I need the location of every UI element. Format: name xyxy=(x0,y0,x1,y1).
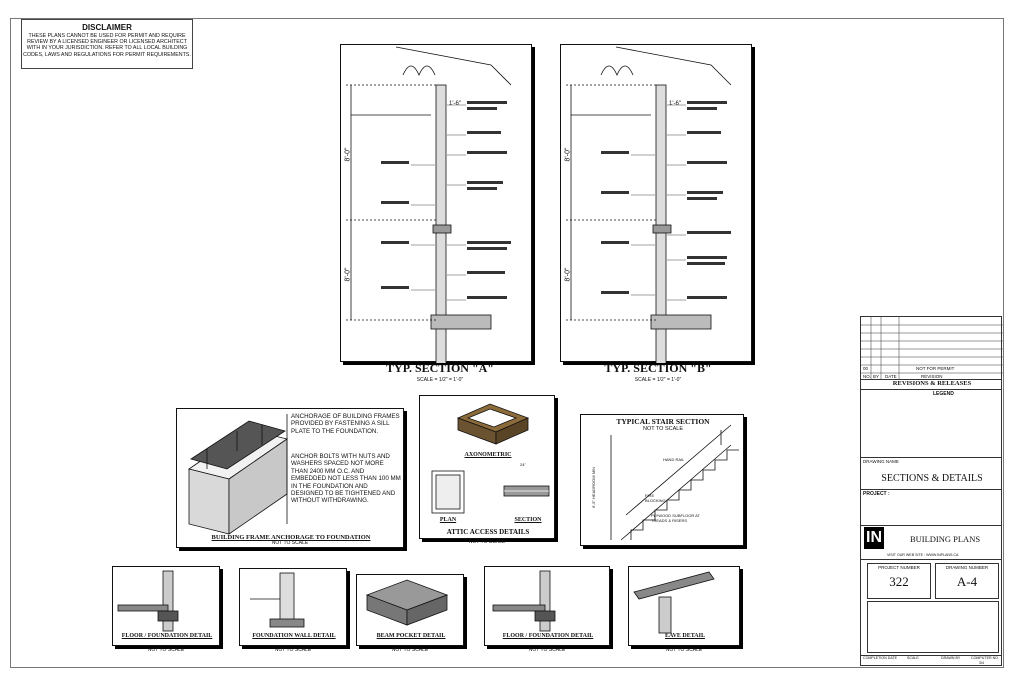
attic-dim: 24" xyxy=(520,462,526,467)
revision-first-desc: NOT FOR PERMIT xyxy=(916,366,955,371)
stair-scale: NOT TO SCALE xyxy=(642,426,684,432)
section-a-drawing: 8'-0" 8'-0" 1'-6" xyxy=(340,44,532,363)
attic-plan-label: PLAN xyxy=(439,517,457,523)
legend-label: LEGEND xyxy=(933,391,954,397)
attic-access-detail: AXONOMETRIC 24" PLAN SECTION ATTIC ACCES… xyxy=(419,395,555,539)
drawing-name-label: DRAWING NAME xyxy=(863,459,899,464)
foundation-wall-title: FOUNDATION WALL DETAIL xyxy=(252,633,336,639)
floor-foundation-svg-2 xyxy=(492,570,556,632)
disclaimer-box: DISCLAIMER THESE PLANS CANNOT BE USED FO… xyxy=(21,19,193,69)
project-number-box: PROJECT NUMBER 322 xyxy=(867,563,931,599)
foundation-wall-scale: NOT TO SCALE xyxy=(274,647,312,653)
section-b-svg xyxy=(566,46,732,363)
revision-header-date: DATE xyxy=(885,374,897,379)
attic-svg xyxy=(431,403,550,514)
stair-hand-rail-label: HAND RAIL xyxy=(663,457,685,462)
company-website: VISIT OUR WEB SITE : WWW.INPLANS.CA xyxy=(887,553,959,557)
eave-title: EAVE DETAIL xyxy=(665,633,705,639)
anchorage-title: BUILDING FRAME ANCHORAGE TO FOUNDATION xyxy=(211,534,371,541)
beam-pocket-scale: NOT TO SCALE xyxy=(391,647,429,653)
revision-grid xyxy=(861,317,1003,379)
revision-first-no: 00 xyxy=(863,366,869,371)
footer-completion-date: COMPLETION DATE xyxy=(863,656,898,660)
section-a-height-upper: 8'-0" xyxy=(344,147,352,162)
section-b-dim: 1'-6" xyxy=(669,101,681,107)
drawing-number-label: DRAWING NUMBER xyxy=(945,565,989,570)
section-b-scale: SCALE = 1/2" = 1'-0" xyxy=(634,377,682,383)
section-b-drawing: 8'-0" 8'-0" 1'-6" xyxy=(560,44,752,363)
section-a-scale: SCALE = 1/2" = 1'-0" xyxy=(416,377,464,383)
foundation-wall-detail: FOUNDATION WALL DETAIL xyxy=(239,568,347,646)
disclaimer-title: DISCLAIMER xyxy=(82,23,132,32)
stair-headroom-label: 6'-5" HEADROOM MIN xyxy=(591,466,597,509)
footer-scale: SCALE xyxy=(907,656,919,660)
section-a-title: TYP. SECTION "A" xyxy=(386,361,494,375)
section-a-height-lower: 8'-0" xyxy=(344,267,352,282)
anchorage-svg xyxy=(188,414,288,535)
attic-section-label: SECTION xyxy=(514,517,542,523)
project-number-label: PROJECT NUMBER xyxy=(878,565,920,570)
title-block: 00 NOT FOR PERMIT NO. BY DATE REVISION R… xyxy=(860,316,1003,666)
beam-pocket-detail: BEAM POCKET DETAIL xyxy=(356,574,464,646)
anchorage-note-1: ANCHORAGE OF BUILDING FRAMES PROVIDED BY… xyxy=(291,413,400,435)
eave-svg xyxy=(633,571,715,634)
stair-section-detail: TYPICAL STAIR SECTION NOT TO SCALE HAND … xyxy=(580,414,744,546)
company-logo: IN xyxy=(864,527,884,549)
stair-plywood-label: PLYWOOD SUBFLOOR AT TREADS & RISERS xyxy=(651,513,700,523)
section-b-height-lower: 8'-0" xyxy=(564,267,572,282)
drawing-sheet-border xyxy=(10,18,1004,668)
revision-header-no: NO. xyxy=(863,374,872,379)
beam-pocket-title: BEAM POCKET DETAIL xyxy=(376,633,446,639)
floor-foundation-detail-1: FLOOR / FOUNDATION DETAIL xyxy=(112,566,220,646)
footer-drawn-by: DRAWN BY xyxy=(941,656,961,660)
section-b-height-upper: 8'-0" xyxy=(564,147,572,162)
attic-scale: NOT TO SCALE xyxy=(468,539,506,545)
stair-svg xyxy=(610,424,739,541)
floor-foundation-detail-2: FLOOR / FOUNDATION DETAIL xyxy=(484,566,610,646)
drawing-name: SECTIONS & DETAILS xyxy=(881,473,983,484)
section-a-svg xyxy=(346,46,512,363)
disclaimer-body: THESE PLANS CANNOT BE USED FOR PERMIT AN… xyxy=(23,33,191,58)
foundation-wall-svg xyxy=(250,572,305,628)
section-a-dim: 1'-6" xyxy=(449,101,461,107)
beam-pocket-svg xyxy=(365,579,449,626)
stair-title: TYPICAL STAIR SECTION xyxy=(616,417,710,426)
anchorage-scale: NOT TO SCALE xyxy=(271,540,309,546)
revision-header-revision: REVISION xyxy=(921,374,943,379)
anchorage-note-2: ANCHOR BOLTS WITH NUTS AND WASHERS SPACE… xyxy=(291,453,401,505)
floor-foundation-scale-2: NOT TO SCALE xyxy=(528,647,566,653)
stamp-box xyxy=(867,601,999,653)
stair-fire-blocking-label: FIRE BLOCKING xyxy=(645,493,666,503)
floor-foundation-svg-1 xyxy=(117,570,179,632)
floor-foundation-title-1: FLOOR / FOUNDATION DETAIL xyxy=(121,633,213,639)
drawing-number: A-4 xyxy=(956,574,978,589)
attic-axonometric-label: AXONOMETRIC xyxy=(464,452,512,458)
drawing-number-box: DRAWING NUMBER A-4 xyxy=(935,563,999,599)
footer-computer-no: COMPUTER NO. xyxy=(971,656,999,660)
project-number: 322 xyxy=(889,574,909,589)
footer-computer-value: 3/4 xyxy=(979,661,984,665)
floor-foundation-scale-1: NOT TO SCALE xyxy=(147,647,185,653)
floor-foundation-title-2: FLOOR / FOUNDATION DETAIL xyxy=(502,633,594,639)
section-b-title: TYP. SECTION "B" xyxy=(604,361,712,375)
project-label: PROJECT : xyxy=(863,491,890,497)
revisions-title: REVISIONS & RELEASES xyxy=(892,380,972,387)
company-subtitle: BUILDING PLANS xyxy=(909,534,981,544)
attic-title: ATTIC ACCESS DETAILS xyxy=(446,528,530,536)
eave-detail: EAVE DETAIL xyxy=(628,566,740,646)
eave-scale: NOT TO SCALE xyxy=(665,647,703,653)
anchorage-detail: ANCHORAGE OF BUILDING FRAMES PROVIDED BY… xyxy=(176,408,404,548)
revision-header-by: BY xyxy=(873,374,880,379)
